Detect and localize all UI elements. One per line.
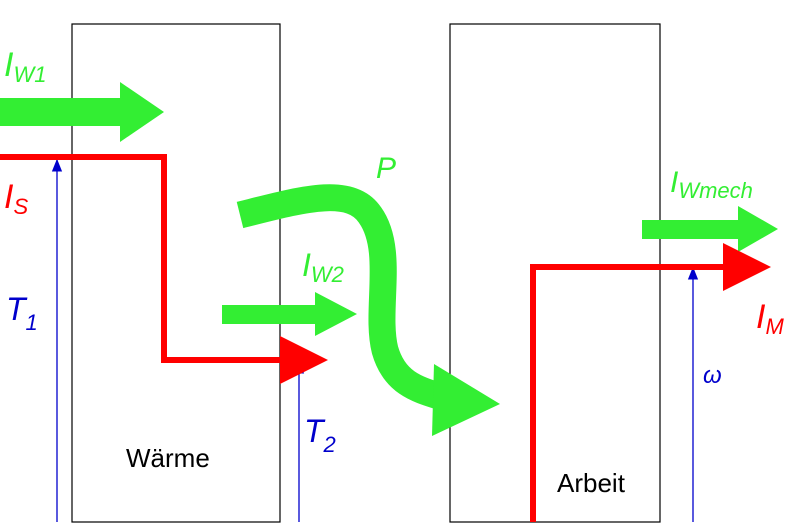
iw2-arrow bbox=[222, 292, 357, 336]
iwmech-arrow bbox=[642, 206, 778, 252]
iw1-label: IW1 bbox=[4, 46, 46, 87]
heat-engine-box bbox=[71, 23, 281, 523]
omega-label: ω bbox=[703, 362, 722, 389]
t1-label: T1 bbox=[6, 291, 38, 335]
iwmech-label: IWmech bbox=[670, 166, 753, 203]
power-flow-arrow bbox=[236, 184, 500, 436]
t2-label: T2 bbox=[304, 413, 336, 457]
heat-box-label: Wärme bbox=[126, 443, 210, 473]
work-box-label: Arbeit bbox=[557, 468, 626, 498]
iw1-arrow bbox=[0, 82, 164, 142]
p-label: P bbox=[376, 152, 396, 185]
work-machine-box bbox=[449, 23, 661, 523]
is-label: IS bbox=[4, 178, 28, 219]
entropy-current-arrow bbox=[0, 154, 328, 384]
momentum-current-arrow bbox=[530, 243, 771, 522]
iw2-label: IW2 bbox=[302, 247, 344, 287]
im-label: IM bbox=[756, 298, 784, 339]
